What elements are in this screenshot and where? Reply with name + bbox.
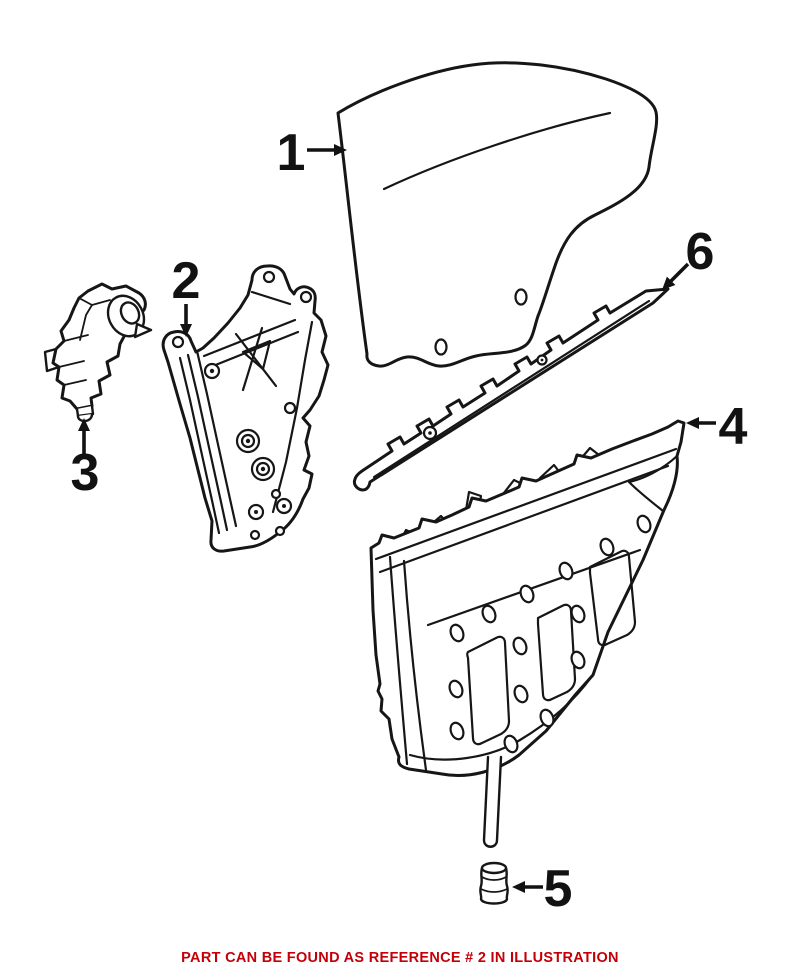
callout-6-arrowhead-icon (662, 276, 676, 290)
callout-1-arrowhead-icon (334, 144, 347, 156)
callout-3-arrowhead-icon (78, 418, 90, 431)
reference-caption: PART CAN BE FOUND AS REFERENCE # 2 IN IL… (181, 950, 619, 966)
part-6-channel-rail (353, 287, 670, 492)
callout-1-label: 1 (277, 124, 306, 182)
callout-6-label: 6 (686, 223, 715, 281)
callout-6-arrow (668, 262, 690, 284)
callout-2: 2 (172, 252, 201, 337)
callout-6: 6 (662, 223, 714, 290)
callout-5: 5 (512, 860, 572, 918)
part-2-regulator-carrier (161, 264, 330, 553)
callout-1: 1 (277, 124, 347, 182)
callout-2-label: 2 (172, 252, 201, 310)
callout-2-arrowhead-icon (180, 324, 192, 337)
part-3-window-motor (43, 282, 153, 423)
part-4-door-inner-panel (369, 419, 686, 777)
callout-4-arrowhead-icon (686, 417, 699, 429)
callout-5-arrowhead-icon (512, 881, 525, 893)
panel-guide-rod (482, 755, 503, 848)
part-1-window-glass (336, 61, 659, 368)
callout-5-label: 5 (544, 860, 573, 918)
part-5-plug-grommet (479, 861, 509, 905)
callout-4-label: 4 (719, 398, 748, 456)
callout-3: 3 (71, 418, 99, 502)
callout-4: 4 (686, 398, 748, 456)
